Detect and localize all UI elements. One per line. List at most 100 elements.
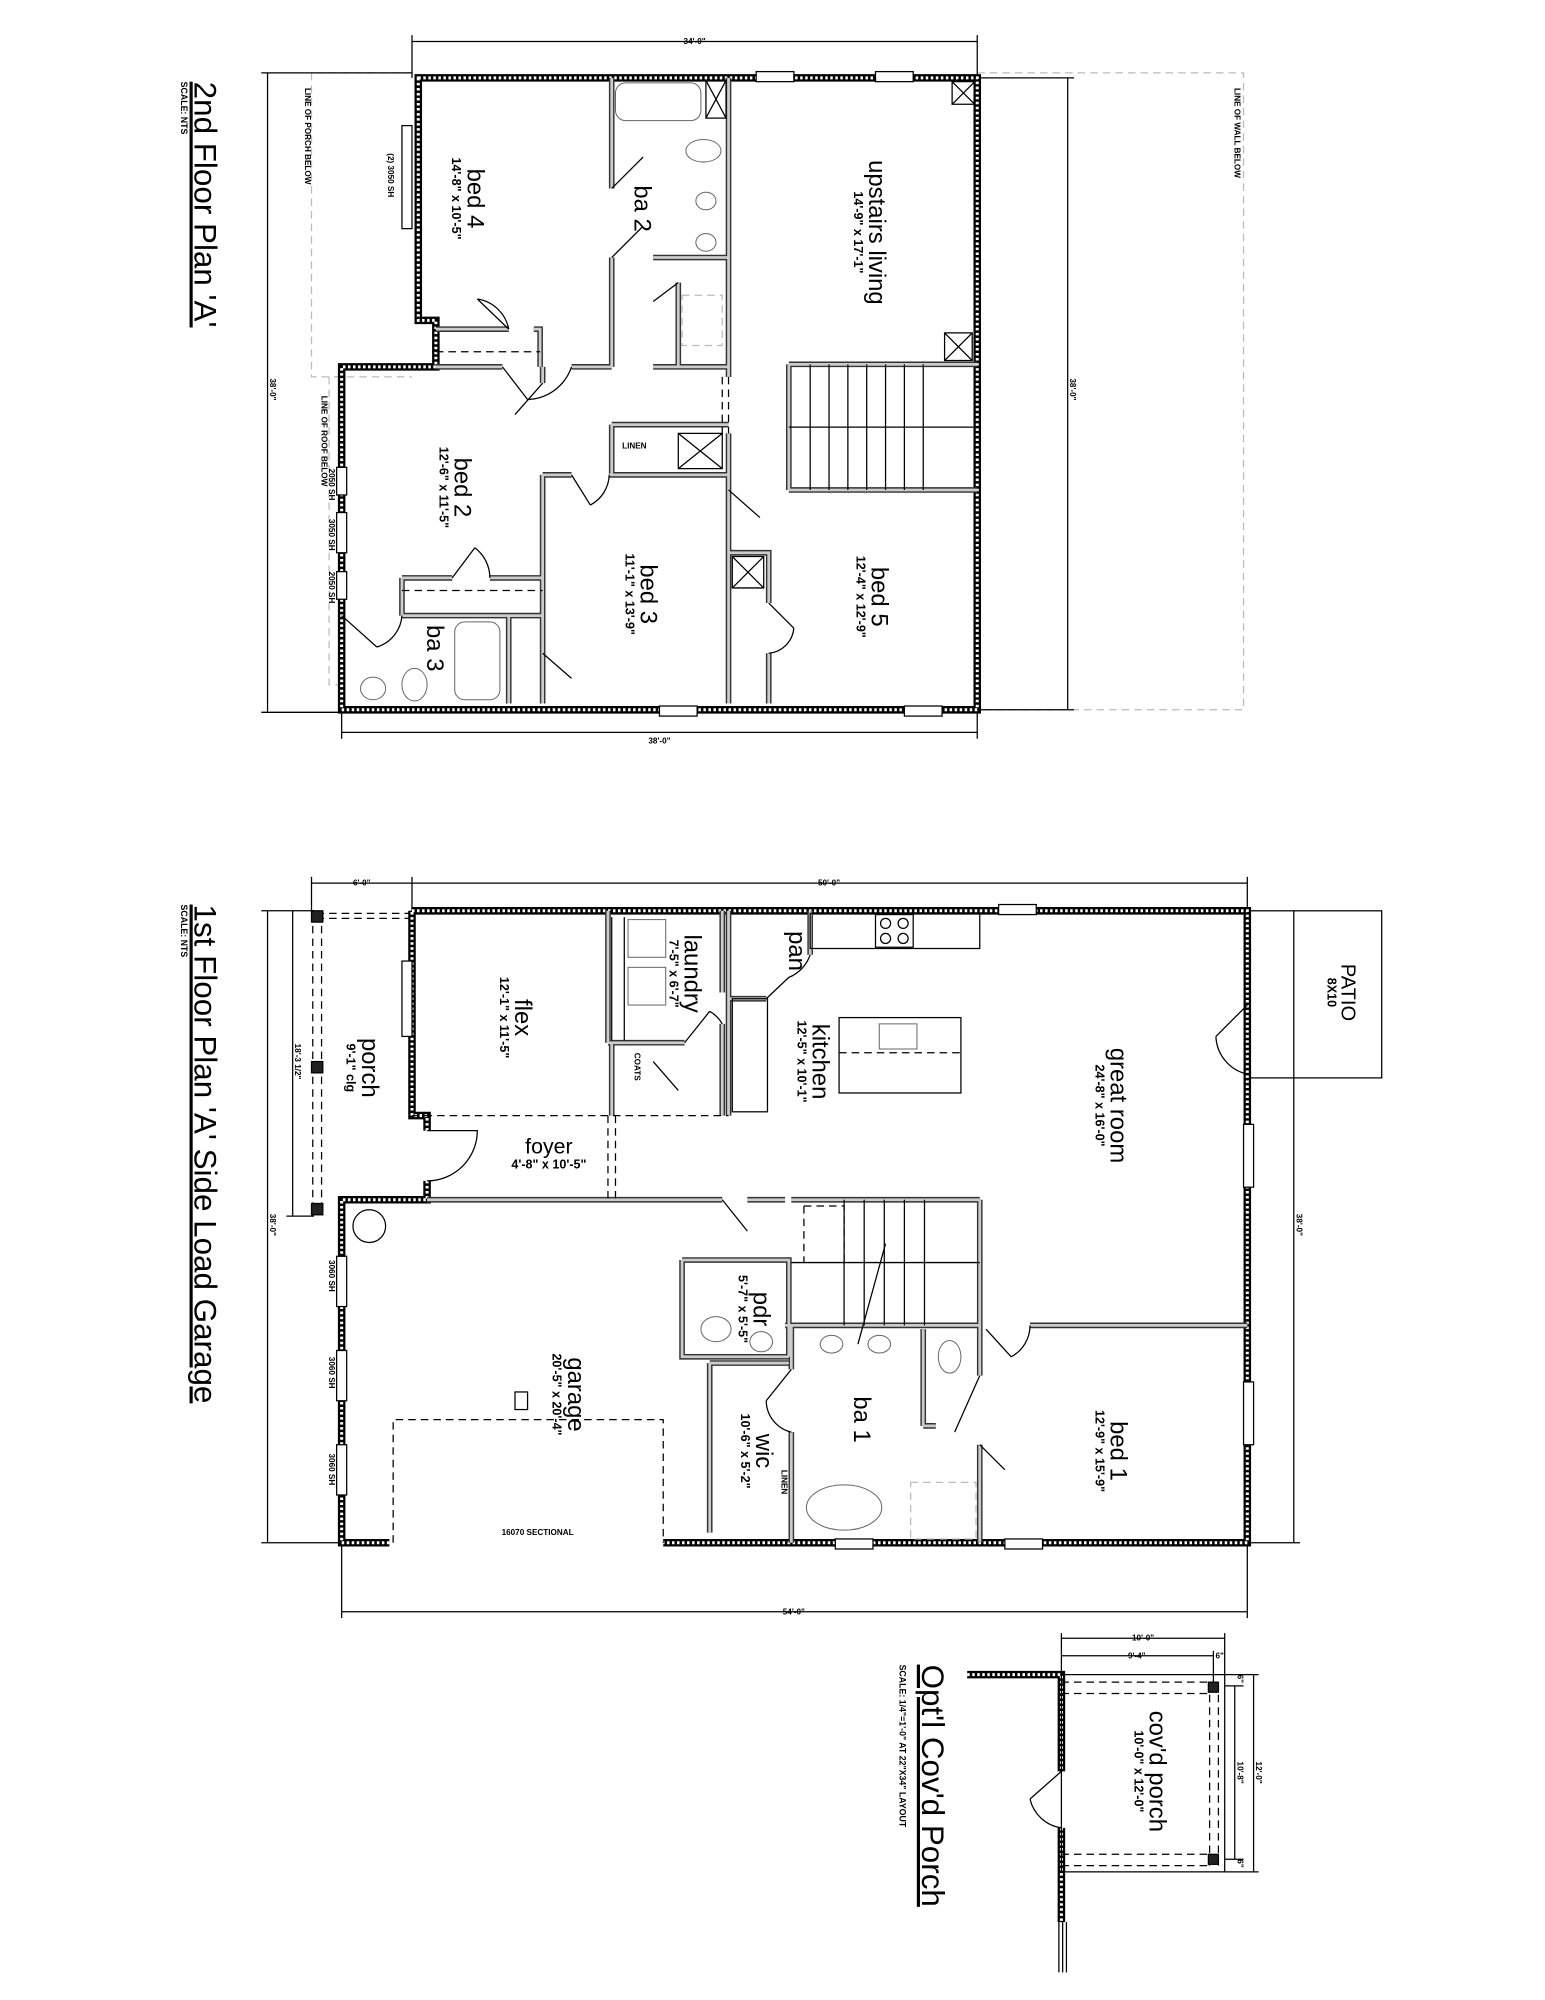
svg-text:porch: porch	[356, 1038, 383, 1098]
doors	[427, 954, 1248, 1471]
room-label-upstairs-living: upstairs living 14'-9" x 17'-1"	[851, 160, 890, 305]
linen-label: LINEN	[622, 441, 647, 450]
counter	[809, 912, 981, 950]
dimension-inner-length: 10'-8"	[1235, 1762, 1244, 1784]
svg-text:bed 3: bed 3	[635, 564, 662, 624]
window-label: (2) 3050 SH	[386, 153, 395, 197]
svg-text:20'-5" x 20'-4": 20'-5" x 20'-4"	[550, 1353, 564, 1435]
shower	[681, 294, 723, 347]
water-heater	[352, 1209, 387, 1244]
dimension-end-top: 6"	[1235, 1675, 1244, 1684]
room-label-porch: porch 9'-1" clg	[344, 1038, 383, 1098]
room-label-ba-1: ba 1	[848, 1396, 875, 1442]
first-floor-plan: 1st Floor Plan 'A' Side Load Garage SCAL…	[179, 876, 1383, 1619]
dimension-line-right	[1247, 910, 1301, 1544]
covered-porch-title: Opt'l Cov'd Porch	[915, 1665, 950, 1907]
svg-text:ba 2: ba 2	[628, 185, 655, 231]
first-floor-scale: SCALE: NTS	[179, 905, 189, 958]
dimension-top: 34'-0"	[684, 37, 706, 46]
sink	[359, 676, 387, 701]
dimension-overall-width: 10'-0"	[1132, 1634, 1154, 1643]
svg-text:12'-4" x 12'-9": 12'-4" x 12'-9"	[854, 556, 868, 638]
post	[1207, 1853, 1220, 1865]
porch-below-note: LINE OF PORCH BELOW	[303, 88, 312, 185]
first-floor-title: 1st Floor Plan 'A' Side Load Garage	[188, 905, 223, 1404]
room-label-ba-2: ba 2	[628, 185, 655, 231]
svg-text:24'-8" x 16'-0": 24'-8" x 16'-0"	[1092, 1065, 1106, 1147]
bathroom-fixtures	[700, 1316, 977, 1540]
svg-text:cov'd porch: cov'd porch	[1143, 1711, 1170, 1832]
dimension-line-left	[261, 910, 342, 1544]
dimension-bottom: 38'-0"	[648, 737, 670, 746]
window-label: 3060 SH	[327, 1454, 336, 1486]
island	[838, 1016, 962, 1094]
svg-text:12'-1" x 11'-5": 12'-1" x 11'-5"	[497, 977, 511, 1058]
dimension-line-bottom	[341, 1542, 1248, 1619]
dimension-left: 38'-0"	[268, 378, 277, 400]
coats-label: COATS	[632, 1053, 641, 1082]
room-label-wic: wic 10'-6" x 5'-2"	[738, 1413, 777, 1488]
door	[1029, 1770, 1062, 1829]
dryer	[627, 966, 667, 1006]
cooktop	[874, 913, 914, 948]
bathtub	[614, 82, 702, 122]
room-label-bed-5: bed 5 12'-4" x 12'-9"	[854, 556, 893, 638]
dimension-bottom: 54'-0"	[783, 1607, 805, 1616]
svg-text:9'-1" clg: 9'-1" clg	[344, 1043, 358, 1092]
svg-text:bed 4: bed 4	[461, 169, 488, 229]
svg-text:garage: garage	[562, 1357, 589, 1431]
dimension-line-top	[411, 35, 978, 78]
dimension-post: 6"	[1215, 1651, 1224, 1660]
svg-text:upstairs living: upstairs living	[863, 160, 890, 305]
svg-text:pan: pan	[783, 931, 810, 971]
second-floor-title: 2nd Floor Plan 'A'	[188, 82, 223, 328]
sink	[695, 191, 717, 211]
room-label-foyer: foyer 4'-8" x 10'-5"	[511, 1134, 586, 1171]
svg-text:kitchen: kitchen	[807, 1024, 834, 1100]
second-floor-plan: 2nd Floor Plan 'A' SCALE: NTS LINE OF PO…	[179, 35, 1245, 746]
covered-porch-plan: Opt'l Cov'd Porch SCALE: 1/4"=1'-0" AT 2…	[897, 1633, 1263, 1973]
sink	[819, 1334, 844, 1354]
room-label-bed-3: bed 3 11'-1" x 13'-9"	[623, 554, 662, 635]
patio-label: PATIO 8X10	[1325, 964, 1359, 1021]
svg-text:laundry: laundry	[679, 934, 706, 1012]
room-label-laundry: laundry 7'-5" x 6'-7"	[667, 934, 706, 1012]
garage-door-label: 16070 SECTIONAL	[502, 1528, 574, 1537]
svg-text:8X10: 8X10	[1325, 978, 1339, 1007]
svg-text:14'-8" x 10'-5": 14'-8" x 10'-5"	[449, 157, 463, 239]
window-label: 3060 SH	[327, 1260, 336, 1292]
sink	[695, 233, 717, 252]
linen-label: LINEN	[779, 1470, 788, 1495]
dimension-line-porch	[286, 910, 315, 1217]
bathroom-fixtures	[359, 82, 723, 702]
wall-below-note: LINE OF WALL BELOW	[1233, 88, 1242, 178]
dimension-line-right	[977, 77, 1074, 711]
svg-text:10'-6" x 5'-2": 10'-6" x 5'-2"	[738, 1413, 752, 1488]
sink	[749, 1331, 774, 1353]
covered-porch-outline	[1060, 1673, 1226, 1873]
front-porch	[310, 910, 412, 1216]
interior-walls	[399, 77, 978, 704]
window-label: 2050 SH	[327, 469, 336, 501]
chase-boxes	[677, 79, 976, 589]
svg-text:11'-1" x 13'-9": 11'-1" x 13'-9"	[623, 554, 637, 635]
window-label: 3060 SH	[327, 1357, 336, 1389]
staircase	[788, 364, 978, 490]
svg-text:12'-5" x 10'-1": 12'-5" x 10'-1"	[795, 1021, 809, 1103]
covered-porch-scale: SCALE: 1/4"=1'-0" AT 22"X34" LAYOUT	[897, 1665, 907, 1828]
washer	[627, 919, 667, 958]
window-label: 2050 SH	[327, 572, 336, 604]
room-label-bed-2: bed 2 12'-6" x 11'-5"	[437, 447, 476, 528]
dimension-lines	[1060, 1633, 1259, 1873]
room-label-bed-4: bed 4 14'-8" x 10'-5"	[449, 157, 488, 239]
dimension-right: 38'-0"	[1068, 378, 1077, 400]
room-label-covered-porch: cov'd porch 10'-0" x 12'-0"	[1131, 1711, 1170, 1832]
line-of-roof-below	[328, 376, 342, 686]
bathtub	[805, 1484, 883, 1531]
svg-text:ba 3: ba 3	[421, 625, 448, 671]
room-label-bed-1: bed 1 12'-9" x 15'-9"	[1092, 1410, 1131, 1492]
sink	[867, 1334, 892, 1354]
svg-text:bed 5: bed 5	[866, 567, 893, 627]
staircase	[791, 1199, 980, 1345]
second-floor-scale: SCALE: NTS	[179, 82, 189, 135]
